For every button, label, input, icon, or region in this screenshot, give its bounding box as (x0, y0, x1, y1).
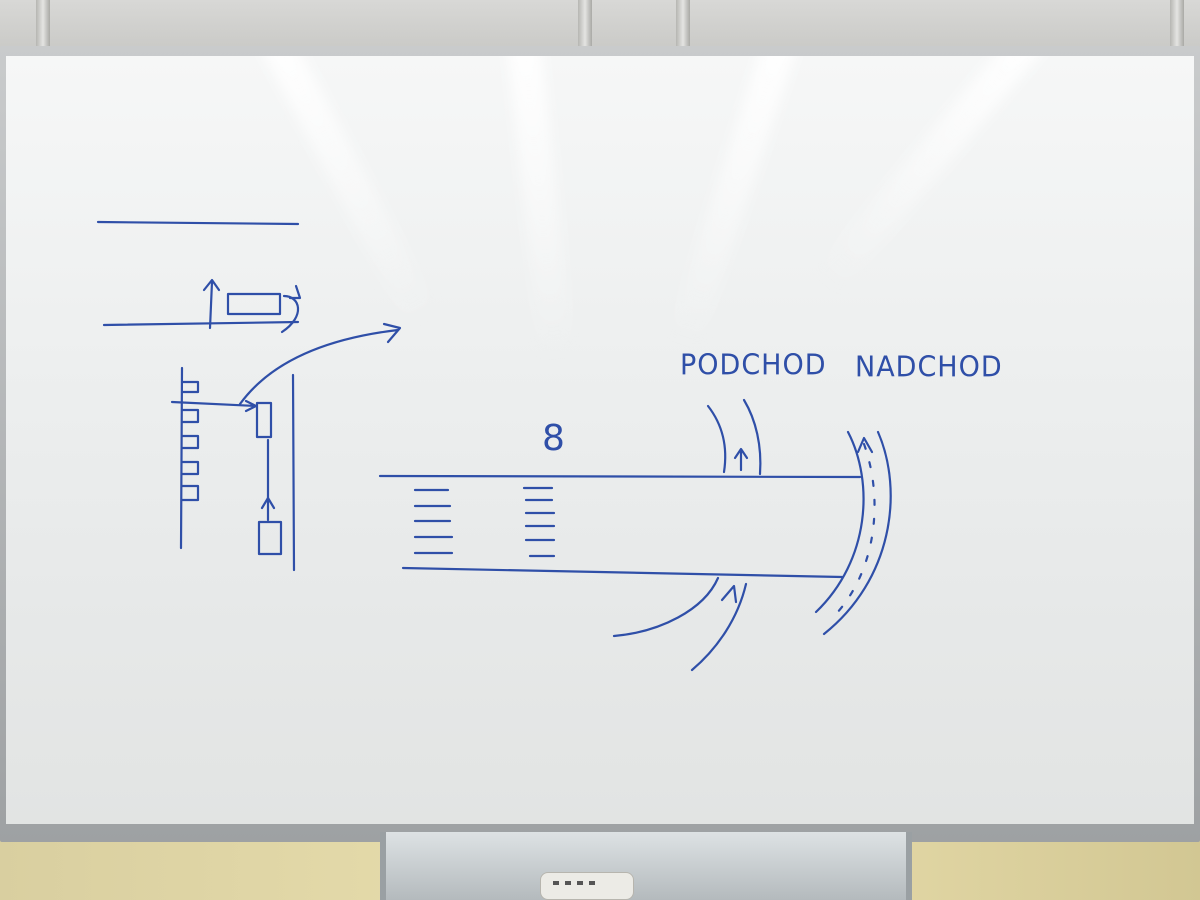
turn-arrow-icon (280, 294, 300, 334)
overpass-path (834, 442, 876, 616)
sketch-line (96, 220, 300, 226)
up-arrow-icon (202, 278, 221, 330)
podchod-label: PODCHOD (680, 349, 827, 382)
parking-bay (180, 460, 200, 476)
road-edge (378, 474, 862, 479)
wall-post (676, 0, 690, 52)
zebra-crossing (522, 486, 556, 558)
wall-post (36, 0, 50, 52)
number-label: 8 (542, 418, 565, 459)
parking-bay (180, 380, 200, 394)
car-sketch (257, 520, 283, 556)
car-sketch (226, 292, 282, 316)
car-sketch (255, 401, 273, 439)
underpass-curve (742, 398, 762, 476)
zebra-crossing (413, 488, 454, 555)
overpass-curve (822, 430, 892, 636)
underpass-curve (690, 582, 748, 672)
turn-arrow-icon (288, 284, 302, 300)
curved-arrow (238, 328, 400, 406)
up-arrow-icon (856, 436, 874, 454)
underpass-curve (612, 576, 720, 638)
overpass-curve (814, 430, 865, 614)
nadchod-label: NADCHOD (855, 351, 1003, 384)
marker-tray (380, 832, 912, 900)
parking-bay (180, 408, 200, 424)
whiteboard (6, 56, 1194, 824)
parking-bay (180, 484, 200, 502)
arrow-icon (720, 584, 738, 604)
underpass-curve (706, 404, 727, 474)
parking-bay (180, 434, 200, 450)
road-edge (291, 373, 296, 572)
wall-post (578, 0, 592, 52)
sketch-line (102, 320, 300, 327)
road-edge (179, 366, 184, 550)
road-edge (401, 566, 844, 579)
wall-top (0, 0, 1200, 52)
wall-post (1170, 0, 1184, 52)
remote-control (540, 872, 634, 900)
up-arrow-icon (733, 447, 749, 472)
curved-arrow-head-icon (382, 322, 402, 344)
up-arrow-icon (260, 496, 276, 510)
